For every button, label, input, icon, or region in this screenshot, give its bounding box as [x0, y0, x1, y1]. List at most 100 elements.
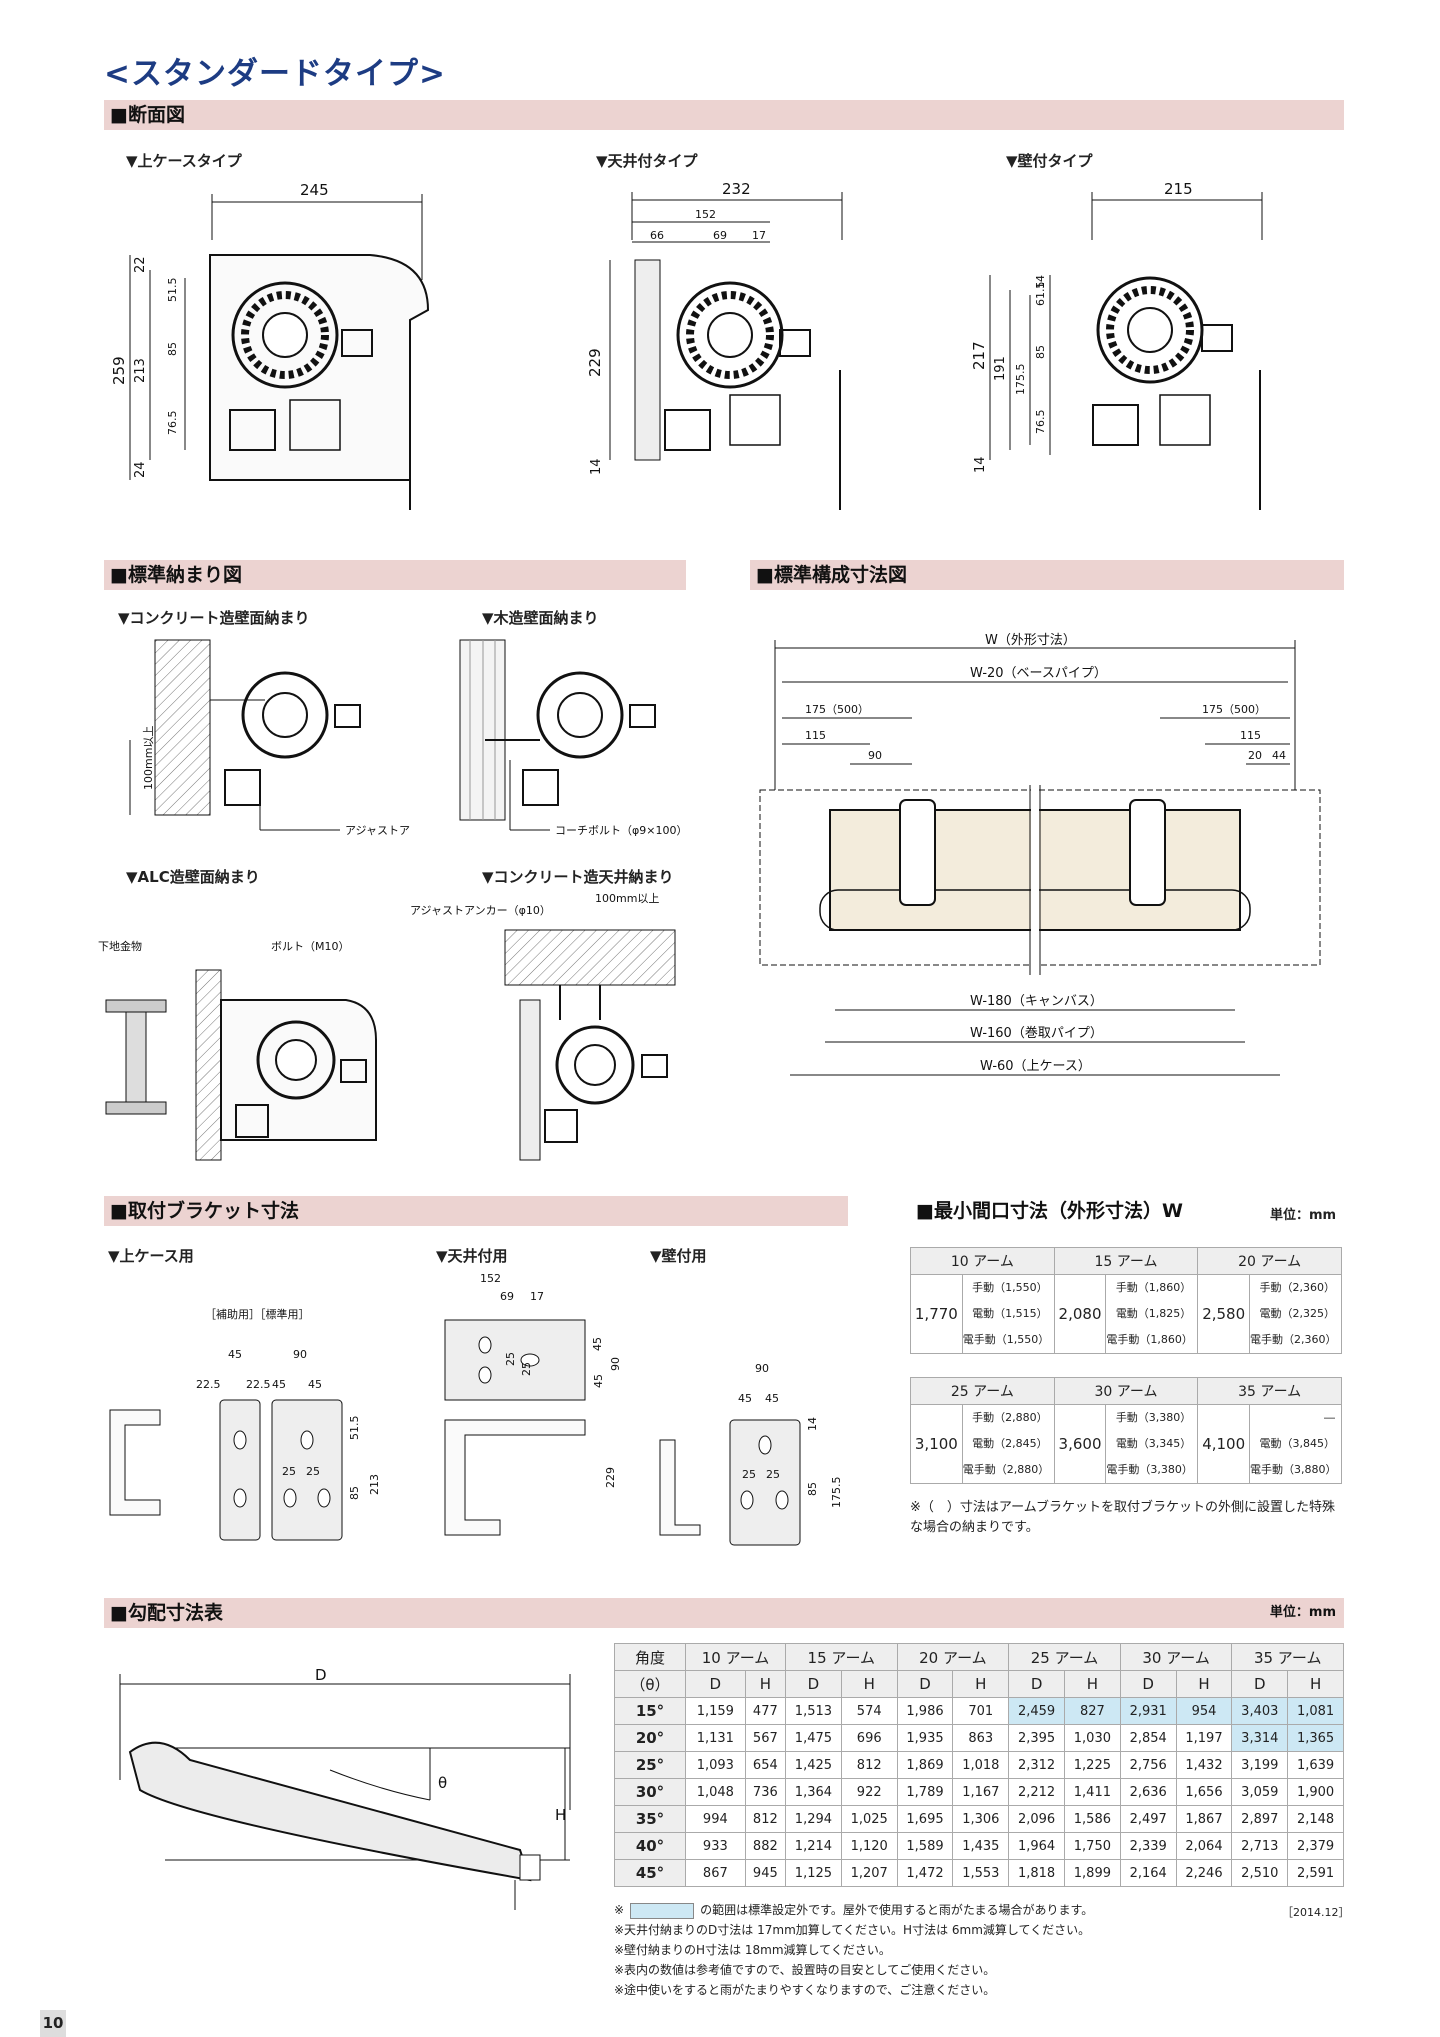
note-adjust-anchor: アジャストアンカー（φ10） — [345, 824, 410, 837]
value-cell: 2,591 — [1287, 1859, 1344, 1887]
label-right-175: 175（500） — [1202, 703, 1266, 716]
arm-header: 20 アーム — [1197, 1247, 1342, 1275]
dim-14-wall: 14 — [973, 456, 988, 473]
value-cell: 477 — [744, 1697, 787, 1725]
value-cell: 2,713 — [1231, 1832, 1289, 1860]
bracket-w-dim-14: 14 — [806, 1417, 819, 1431]
bracket-dim-85: 85 — [348, 1486, 361, 1500]
bracket-c-dim-45-b: 45 — [592, 1374, 605, 1388]
section-header-slope: ■勾配寸法表 単位：mm — [104, 1598, 1344, 1628]
bracket-c-dim-25-b: 25 — [520, 1362, 533, 1376]
value-cell: 2,164 — [1119, 1859, 1177, 1887]
bracket-c-dim-17: 17 — [530, 1290, 544, 1303]
operation-options: 手動（2,360） 電動（2,325） 電手動（2,360） — [1249, 1274, 1342, 1354]
value-cell: 3,403 — [1231, 1697, 1289, 1725]
label-d: D — [315, 1666, 327, 1684]
value-cell: 1,197 — [1175, 1724, 1233, 1752]
min-width-value: 3,100 — [910, 1404, 963, 1484]
label-top-case-type: ▼上ケースタイプ — [126, 152, 242, 170]
dim-69: 69 — [713, 229, 727, 242]
value-cell: 922 — [840, 1778, 898, 1806]
bracket-dim-90: 90 — [293, 1348, 307, 1361]
min-width-value: 3,600 — [1053, 1404, 1107, 1484]
page-title: <スタンダードタイプ> — [104, 56, 446, 92]
value-cell: 1,018 — [952, 1751, 1010, 1779]
header-d: D — [1119, 1670, 1177, 1698]
value-cell: 2,148 — [1287, 1805, 1344, 1833]
value-cell: 945 — [744, 1859, 787, 1887]
slope-note-0: ※の範囲は標準設定外です。屋外で使用すると雨がたまる場合があります。 — [614, 1902, 1094, 1919]
label-wall-type: ▼壁付タイプ — [1006, 152, 1093, 170]
value-cell: 867 — [685, 1859, 746, 1887]
bracket-top-case-drawing: ［補助用］［標準用］ 45 90 22.5 22.5 45 45 25 25 5… — [109, 1307, 381, 1541]
header-h: H — [952, 1670, 1010, 1698]
value-cell: 812 — [840, 1751, 898, 1779]
note-100mm-min: 100mm以上 — [142, 726, 155, 790]
dim-14-wall-top: 14 — [1034, 275, 1047, 289]
label-right-115: 115 — [1240, 729, 1261, 742]
bracket-sub-label: ［補助用］［標準用］ — [205, 1307, 310, 1321]
value-cell: 1,472 — [896, 1859, 954, 1887]
bracket-c-dim-69: 69 — [500, 1290, 514, 1303]
angle-cell: 20° — [614, 1724, 686, 1752]
bracket-c-dim-45-a: 45 — [591, 1337, 604, 1351]
min-opening-note: ※（ ）寸法はアームブラケットを取付ブラケットの外側に設置した特殊な場合の納まり… — [910, 1500, 1335, 1535]
value-cell: 1,432 — [1175, 1751, 1233, 1779]
value-cell: 2,510 — [1231, 1859, 1289, 1887]
value-cell: 1,986 — [896, 1697, 954, 1725]
section-header-cross-section: ■断面図 — [104, 100, 1344, 130]
bracket-w-dim-90: 90 — [755, 1362, 769, 1375]
value-cell: 1,818 — [1008, 1859, 1065, 1887]
bracket-dim-45-a: 45 — [272, 1378, 286, 1391]
highlight-legend-swatch — [630, 1902, 695, 1919]
value-cell: 2,756 — [1119, 1751, 1177, 1779]
operation-options: ― 電動（3,845） 電手動（3,880） — [1249, 1404, 1342, 1484]
value-cell: 1,159 — [685, 1697, 746, 1725]
dim-175-5: 175.5 — [1014, 364, 1027, 396]
angle-cell: 40° — [614, 1832, 686, 1860]
value-cell: 1,294 — [785, 1805, 842, 1833]
config-dims-drawing: W（外形寸法） W-20（ベースパイプ） 175（500） 175（500） 1… — [759, 633, 1321, 1076]
value-cell: 1,411 — [1064, 1778, 1121, 1806]
value-cell: 2,339 — [1119, 1832, 1177, 1860]
angle-cell: 30° — [614, 1778, 686, 1806]
label-right-44: 44 — [1272, 749, 1286, 762]
value-cell: 812 — [744, 1805, 787, 1833]
label-w-roll: W-160（巻取パイプ） — [970, 1026, 1103, 1041]
value-cell: 1,586 — [1064, 1805, 1121, 1833]
section-header-min-opening: ■最小間口寸法（外形寸法）W — [910, 1196, 1270, 1226]
bracket-w-dim-175-5: 175.5 — [830, 1477, 843, 1509]
value-cell: 1,214 — [785, 1832, 842, 1860]
header-h: H — [1287, 1670, 1344, 1698]
value-cell: 1,695 — [896, 1805, 954, 1833]
header-arm: 25 アーム — [1008, 1643, 1121, 1671]
min-width-value: 2,080 — [1053, 1274, 1107, 1354]
bracket-dim-213: 213 — [368, 1474, 381, 1495]
slope-diagram: D H θ — [119, 1666, 571, 1910]
note-bolt-m10: ボルト（M10） — [271, 940, 350, 953]
value-cell: 1,899 — [1064, 1859, 1121, 1887]
dim-22: 22 — [133, 256, 148, 273]
unit-slope: 単位：mm — [1269, 1605, 1336, 1620]
value-cell: 2,497 — [1119, 1805, 1177, 1833]
header-arm: 35 アーム — [1231, 1643, 1344, 1671]
value-cell: 3,314 — [1231, 1724, 1289, 1752]
dim-76-5-wall: 76.5 — [1034, 410, 1047, 435]
value-cell: 1,869 — [896, 1751, 954, 1779]
value-cell: 1,025 — [840, 1805, 898, 1833]
value-cell: 2,459 — [1008, 1697, 1065, 1725]
angle-cell: 35° — [614, 1805, 686, 1833]
bracket-ceiling-drawing: 152 69 17 25 45 45 90 25 229 — [444, 1272, 622, 1536]
operation-options: 手動（2,880） 電動（2,845） 電手動（2,880） — [961, 1404, 1055, 1484]
value-cell: 1,867 — [1175, 1805, 1233, 1833]
value-cell: 567 — [744, 1724, 787, 1752]
dim-259: 259 — [110, 356, 128, 385]
label-bracket-top-case: ▼上ケース用 — [108, 1247, 194, 1265]
header-theta: （θ） — [614, 1670, 686, 1698]
operation-options: 手動（1,550） 電動（1,515） 電手動（1,550） — [961, 1274, 1055, 1354]
label-alc-wall: ▼ALC造壁面納まり — [126, 868, 260, 886]
slope-note-3: ※表内の数値は参考値ですので、設置時の目安としてご使用ください。 — [614, 1963, 996, 1977]
wood-wall-fit-drawing: コーチボルト（φ9×100） — [459, 639, 687, 837]
